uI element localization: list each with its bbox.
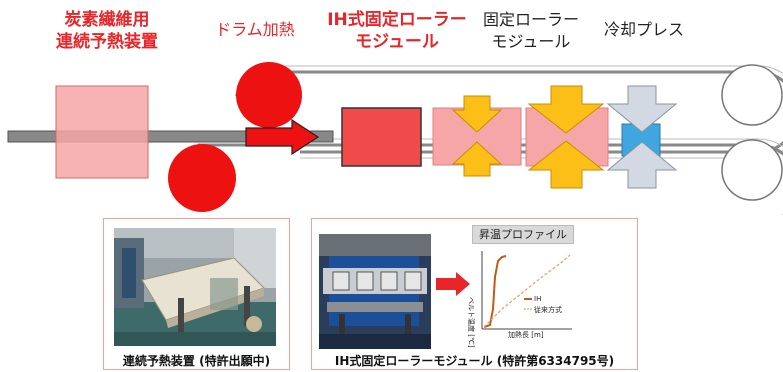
fixed-module-1-arrow-down [451,95,503,133]
temperature-profile-chart [481,251,572,330]
header-cool: 冷却プレス [603,20,684,39]
header-fixed: 固定ローラー モジュール [472,9,590,53]
drum-arrow [245,118,320,156]
chart-xlabel: 加熱長 [m] [508,331,544,339]
ih-module-caption: IH式固定ローラーモジュール (特許第6334795号) [334,354,615,368]
belt-return-inner [198,138,783,148]
header-ih-line2: モジュール [355,32,439,52]
header-preheat-line1: 炭素繊維用 [64,10,150,30]
preheat-box [55,85,149,179]
end-roller-bottom [721,139,783,201]
result-arrow [436,272,470,296]
chart-ylabel: ベルト温度 [℃] [467,297,475,348]
fixed-module-1-arrow-up [451,141,503,177]
preheat-caption: 連続予熱装置 (特許出願中) [122,354,271,368]
fixed-module-2-arrow-down [527,85,605,134]
cool-press-arrow-down [606,85,678,133]
ih-block [341,107,422,167]
ih-module-photo-illustration [319,234,431,349]
ih-module-panel: 昇温プロファイル ベルト温度 [℃] 加熱長 [m] IH 従来方式 IH式固定… [311,218,638,370]
header-preheat-line2: 連続予熱装置 [56,32,158,52]
header-ih-line1: IH式固定ローラー [327,10,467,30]
header-ih: IH式固定ローラー モジュール [326,9,468,53]
header-fixed-line1: 固定ローラー [482,10,579,29]
end-roller-top [721,64,783,126]
header-drum: ドラム加熱 [215,20,295,39]
header-fixed-line2: モジュール [491,32,571,51]
drum-roller-top [236,62,302,128]
fiber-strand [7,130,334,143]
preheat-photo-panel: 連続予熱装置 (特許出願中) [103,218,290,370]
chart-title: 昇温プロファイル [472,225,574,244]
chart-series-ih [483,255,507,328]
legend-conventional-label: 従来方式 [534,306,562,314]
cool-press-arrow-up [606,141,678,189]
preheat-photo [114,228,276,346]
fixed-module-2-arrow-up [527,140,605,189]
preheat-photo-illustration [114,228,276,346]
ih-module-photo [319,234,431,349]
legend-ih-label: IH [534,295,542,303]
drum-roller-bottom [168,144,236,212]
header-preheat: 炭素繊維用 連続予熱装置 [38,9,176,53]
chart-series-conventional [483,254,571,328]
process-diagram [7,62,783,215]
